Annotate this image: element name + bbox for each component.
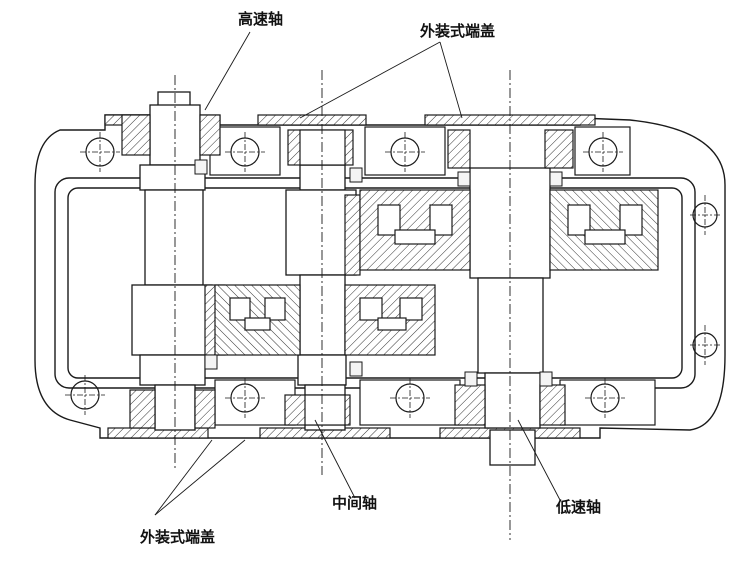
gear-middle-bottom [344,284,436,356]
gear-low-top [549,189,659,271]
housing-outline [34,114,726,439]
gear-middle-top [359,189,471,271]
label-outer-cap-bottom: 外装式端盖 [140,528,216,546]
top-cap-middle [257,114,367,126]
gear-high-bottom [214,284,301,356]
label-low-speed-shaft: 低速轴 [556,498,602,516]
label-middle-shaft: 中间轴 [332,494,378,512]
label-high-speed-shaft: 高速轴 [238,10,284,28]
label-outer-cap-top: 外装式端盖 [420,22,496,40]
